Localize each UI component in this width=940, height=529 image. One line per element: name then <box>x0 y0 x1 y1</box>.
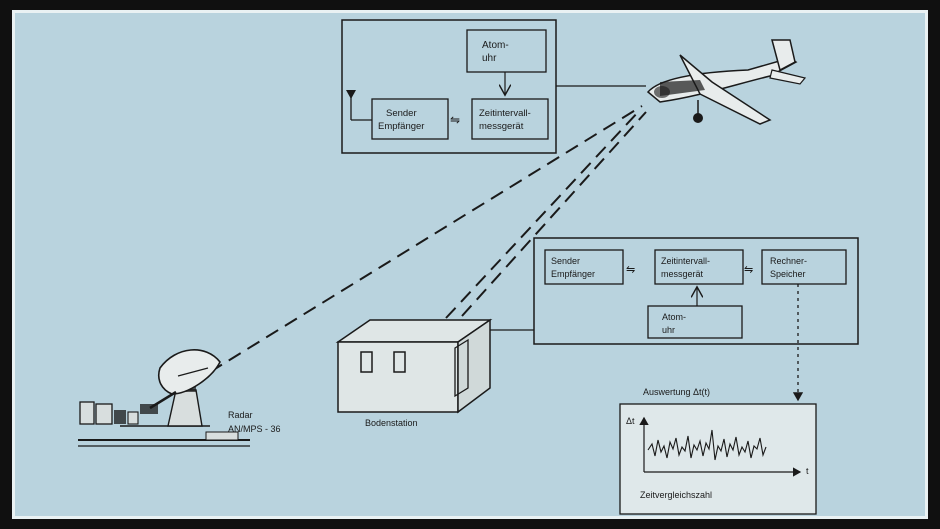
ground-atomic-clock-label-2: uhr <box>662 325 675 335</box>
ground-transceiver-box <box>544 249 624 285</box>
evaluation-panel: Auswertung Δt(t) Δt t Zeitvergleichszahl <box>619 387 817 515</box>
ground-interval-meter-label-2: messgerät <box>661 269 704 279</box>
radar-label: Radar <box>228 410 253 420</box>
ground-computer-memory-label-1: Rechner- <box>770 256 807 266</box>
ground-interval-meter-label-1: Zeitintervall- <box>661 256 710 266</box>
aircraft-interval-meter-box <box>471 98 549 140</box>
ground-station-label: Bodenstation <box>365 418 418 428</box>
aircraft-transceiver-box <box>371 98 449 140</box>
radar-dish-icon <box>78 349 250 447</box>
station-beam-1 <box>445 109 641 319</box>
aircraft-transceiver-label-2: Empfänger <box>378 121 424 132</box>
aircraft-transceiver-label-1: Sender <box>386 108 417 119</box>
radar-beam <box>209 105 643 373</box>
evaluation-noise-trace <box>647 429 767 461</box>
aircraft-bidirectional-arrow: ⇋ <box>450 113 460 127</box>
aircraft-unit-frame <box>341 19 557 154</box>
airplane-icon <box>646 39 807 125</box>
aircraft-interval-meter-label-1: Zeitintervall- <box>479 108 531 119</box>
ground-atomic-clock-box <box>647 305 743 339</box>
evaluation-title: Auswertung Δt(t) <box>643 387 710 397</box>
ground-station-icon <box>335 318 493 414</box>
radar-model-label: AN/MPS - 36 <box>228 424 281 434</box>
aircraft-atomic-clock-label-2: uhr <box>482 53 497 64</box>
station-beam-2 <box>461 111 647 317</box>
ground-unit-frame <box>533 237 859 345</box>
ground-bidirectional-arrow-2: ⇋ <box>744 264 753 276</box>
antenna-icon <box>346 90 372 121</box>
aircraft-interval-meter-label-2: messgerät <box>479 121 524 132</box>
evaluation-x-label: t <box>806 466 809 476</box>
ground-transceiver-label-2: Empfänger <box>551 269 595 279</box>
ground-unit-block: Sender Empfänger ⇋ Zeitintervall- messge… <box>533 237 859 345</box>
ground-computer-memory-box <box>761 249 847 285</box>
evaluation-plot-box <box>619 403 817 515</box>
evaluation-caption: Zeitvergleichszahl <box>640 490 712 500</box>
ground-bidirectional-arrow-1: ⇋ <box>626 264 635 276</box>
ground-atomic-clock-label-1: Atom- <box>662 312 686 322</box>
evaluation-y-label: Δt <box>626 416 635 426</box>
aircraft-unit-block: Atom- uhr Sender Empfänger Zeitintervall… <box>341 19 557 154</box>
ground-computer-memory-label-2: Speicher <box>770 269 806 279</box>
signal-beams <box>209 105 647 373</box>
aircraft-atomic-clock-box <box>466 29 547 73</box>
ground-transceiver-label-1: Sender <box>551 256 580 266</box>
aircraft-atomic-clock-label-1: Atom- <box>482 40 509 51</box>
ground-interval-meter-box <box>654 249 744 285</box>
